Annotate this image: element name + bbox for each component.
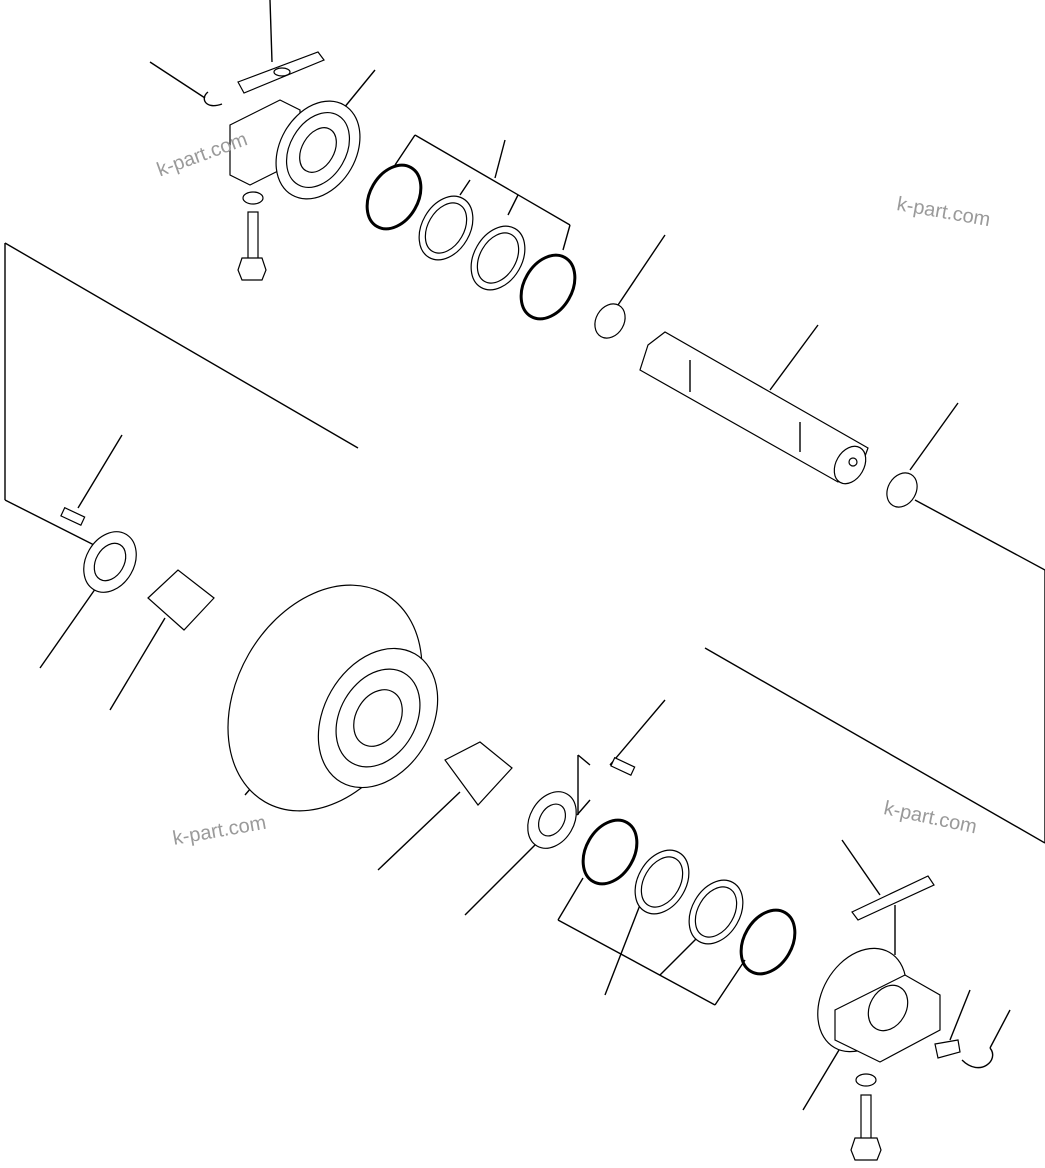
bolt-shank-bottom bbox=[860, 1094, 872, 1141]
o-ring-3 bbox=[581, 818, 639, 886]
bolt-head-top bbox=[237, 257, 267, 281]
pin-right bbox=[610, 756, 636, 776]
upper-seal-group bbox=[365, 163, 626, 339]
upper-collar-assembly bbox=[203, 51, 361, 281]
lower-seal-group bbox=[581, 818, 797, 976]
roller-group bbox=[60, 506, 636, 849]
lower-collar-assembly bbox=[817, 875, 994, 1161]
bushing-left bbox=[147, 569, 215, 631]
shaft bbox=[639, 331, 918, 508]
leader-lines bbox=[4, 0, 1045, 1111]
pin-left bbox=[60, 506, 86, 526]
bushing-right bbox=[444, 741, 513, 806]
washer-top bbox=[242, 191, 264, 205]
snap-ring-top bbox=[203, 91, 223, 107]
bolt-shank-top bbox=[247, 211, 259, 261]
snap-ring-bottom bbox=[961, 1047, 994, 1069]
o-ring-2 bbox=[519, 253, 577, 321]
bolt-small bbox=[934, 1039, 961, 1059]
lock-plate-bottom bbox=[851, 875, 935, 921]
o-ring-1 bbox=[365, 163, 423, 231]
o-ring-4 bbox=[739, 908, 797, 976]
washer-bottom bbox=[855, 1073, 877, 1087]
o-ring-small-top bbox=[594, 303, 626, 339]
bolt-head-bottom bbox=[850, 1137, 882, 1161]
o-ring-small-right bbox=[886, 472, 918, 508]
